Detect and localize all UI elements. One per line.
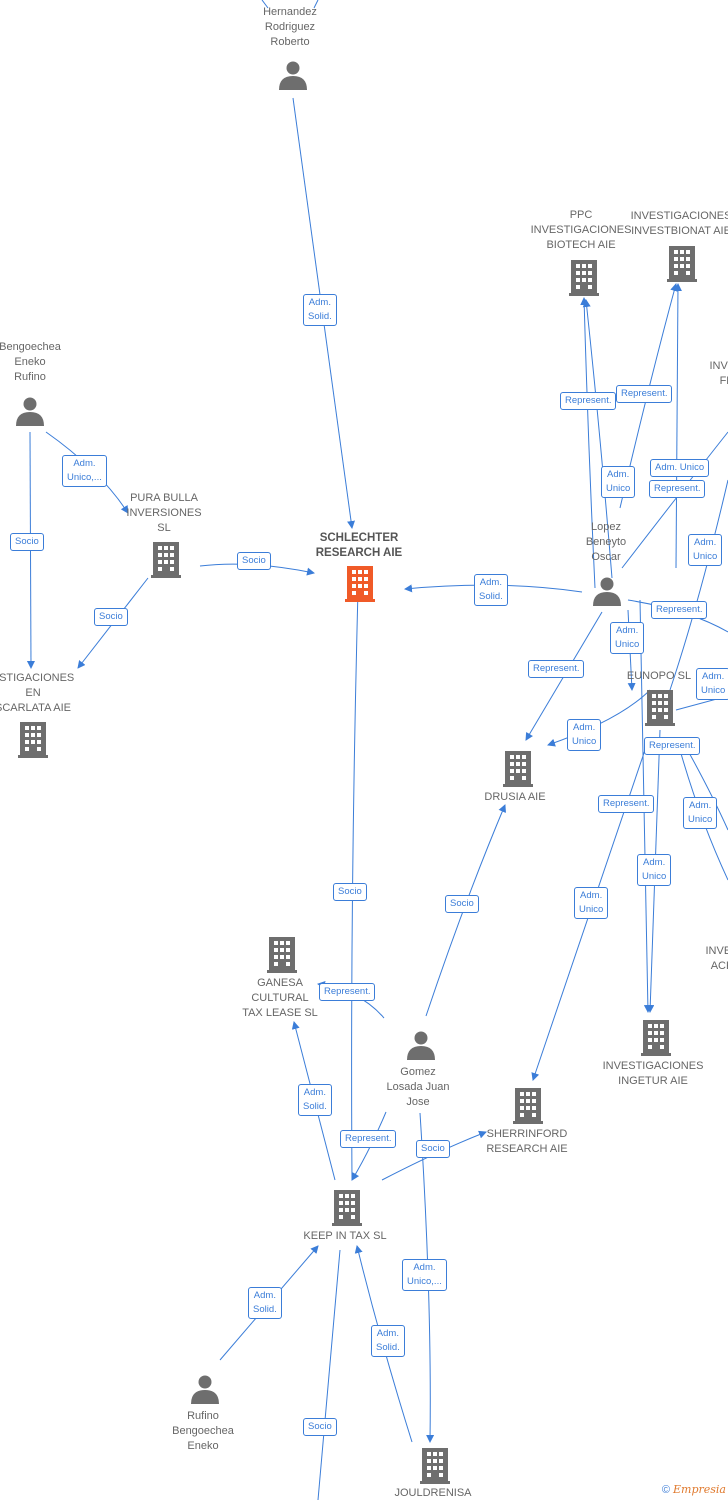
node-label-gomez[interactable]: Gomez Losada Juan Jose: [386, 1066, 450, 1108]
building-icon[interactable]: [645, 690, 675, 726]
edge-badge-socio[interactable]: Socio: [445, 895, 479, 913]
node-label-sherrinford[interactable]: SHERRINFORD RESEARCH AIE: [486, 1128, 568, 1155]
building-icon[interactable]: [641, 1020, 671, 1056]
node-label-ppc[interactable]: PPC INVESTIGACIONES BIOTECH AIE: [530, 209, 632, 251]
brand-name: Empresia: [673, 1483, 726, 1496]
edge-badge-adm-unico[interactable]: Adm. Unico: [683, 797, 718, 829]
edge-badge-adm-unico[interactable]: Adm. Unico,...: [402, 1259, 447, 1291]
edge-badge-socio[interactable]: Socio: [237, 552, 271, 570]
building-icon[interactable]: [569, 260, 599, 296]
edge-badge-adm-unico[interactable]: Adm. Unico: [567, 719, 602, 751]
node-label-investbionat[interactable]: INVESTIGACIONES INVESTBIONAT AIE: [630, 210, 728, 237]
person-icon[interactable]: [191, 1374, 219, 1404]
building-icon[interactable]: [332, 1190, 362, 1226]
node-label-eunopo[interactable]: EUNOPO SL: [626, 670, 692, 682]
footer-brand[interactable]: © Empresia: [662, 1483, 726, 1496]
edge-badge-adm-unico[interactable]: Adm. Unico: [601, 466, 636, 498]
edge-badge-adm-solid[interactable]: Adm. Solid.: [474, 574, 508, 606]
person-icon[interactable]: [407, 1030, 435, 1060]
building-icon[interactable]: [420, 1448, 450, 1484]
edge-badge-adm-unico[interactable]: Adm. Unico: [650, 459, 710, 477]
edge-badge-represent[interactable]: Represent.: [560, 392, 617, 410]
edge-badge-socio[interactable]: Socio: [10, 533, 44, 551]
node-label-pura-bulla[interactable]: PURA BULLA INVERSIONES SL: [126, 492, 202, 534]
node-label-jouldrenisa[interactable]: JOULDRENISA: [394, 1487, 472, 1499]
edge-badge-adm-solid[interactable]: Adm. Solid.: [371, 1325, 405, 1357]
edge-badge-adm-solid[interactable]: Adm. Solid.: [248, 1287, 282, 1319]
building-icon[interactable]: [18, 722, 48, 758]
building-icon[interactable]: [267, 937, 297, 973]
node-label-schlechter[interactable]: SCHLECHTER RESEARCH AIE: [315, 532, 403, 559]
edge-badge-adm-unico[interactable]: Adm. Unico: [688, 534, 723, 566]
edge-badge-adm-solid[interactable]: Adm. Solid.: [298, 1084, 332, 1116]
edge-badge-socio[interactable]: Socio: [333, 883, 367, 901]
edge-badge-adm-unico[interactable]: Adm. Unico: [610, 622, 645, 654]
edge-badge-represent[interactable]: Represent.: [319, 983, 376, 1001]
edge-badge-represent[interactable]: Represent.: [651, 601, 708, 619]
copyright-symbol: ©: [661, 1484, 670, 1496]
edge-badge-socio[interactable]: Socio: [303, 1418, 337, 1436]
person-icon[interactable]: [593, 576, 621, 606]
edge-badge-represent[interactable]: Represent.: [616, 385, 673, 403]
node-label-hernandez[interactable]: Hernandez Rodriguez Roberto: [263, 6, 317, 48]
node-label-inves-ack[interactable]: INVES ACK: [705, 945, 728, 972]
edge-badge-adm-unico[interactable]: Adm. Unico: [637, 854, 672, 886]
node-label-keep-in-tax[interactable]: KEEP IN TAX SL: [303, 1230, 387, 1242]
edge-badge-represent[interactable]: Represent.: [644, 737, 701, 755]
node-label-bengoechea-eneko[interactable]: Bengoechea Eneko Rufino: [0, 341, 61, 383]
edge-badge-adm-unico[interactable]: Adm. Unico,...: [62, 455, 107, 487]
person-icon[interactable]: [279, 60, 307, 90]
node-label-drusia[interactable]: DRUSIA AIE: [484, 791, 546, 803]
edge-badge-adm-solid[interactable]: Adm. Solid.: [303, 294, 337, 326]
building-icon[interactable]: [667, 246, 697, 282]
edge-badge-adm-unico[interactable]: Adm. Unico: [696, 668, 728, 700]
edge-badge-socio[interactable]: Socio: [416, 1140, 450, 1158]
node-label-inves-fl[interactable]: INVES FL: [709, 360, 728, 387]
edge-badge-represent[interactable]: Represent.: [649, 480, 706, 498]
edge-badge-adm-unico[interactable]: Adm. Unico: [574, 887, 609, 919]
node-label-rufino[interactable]: Rufino Bengoechea Eneko: [172, 1410, 234, 1452]
building-icon[interactable]: [503, 751, 533, 787]
edge-badge-socio[interactable]: Socio: [94, 608, 128, 626]
edge-badge-represent[interactable]: Represent.: [598, 795, 655, 813]
building-icon[interactable]: [151, 542, 181, 578]
node-label-ingetur[interactable]: INVESTIGACIONES INGETUR AIE: [602, 1060, 704, 1087]
edge-badge-represent[interactable]: Represent.: [528, 660, 585, 678]
node-label-ganesa[interactable]: GANESA CULTURAL TAX LEASE SL: [242, 977, 318, 1019]
person-icon[interactable]: [16, 396, 44, 426]
building-highlight-icon[interactable]: [345, 566, 375, 602]
edge-badge-represent[interactable]: Represent.: [340, 1130, 397, 1148]
node-label-lopez[interactable]: Lopez Beneyto Oscar: [585, 521, 627, 563]
building-icon[interactable]: [513, 1088, 543, 1124]
node-label-escarlata[interactable]: ESTIGACIONES EN SCARLATA AIE: [0, 672, 75, 714]
